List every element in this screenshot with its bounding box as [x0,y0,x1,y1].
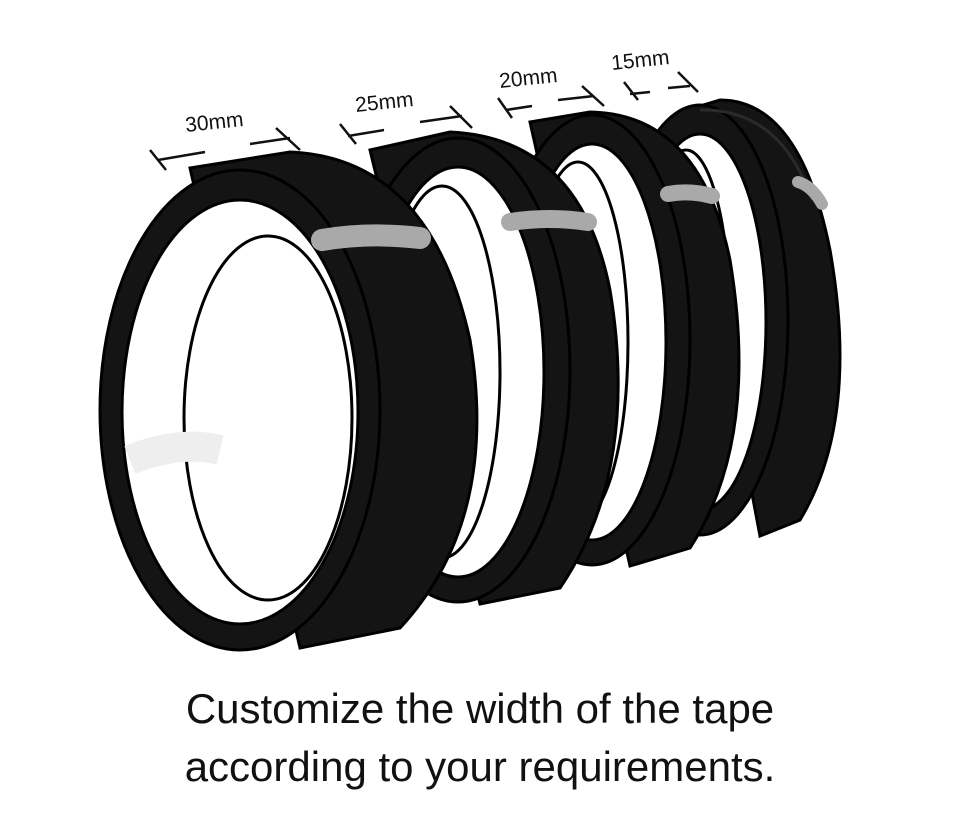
width-label-30mm: 30mm [184,108,244,137]
caption-line-1: Customize the width of the tape [185,685,775,732]
tape-roll-30mm [98,150,479,652]
caption: Customize the width of the tape accordin… [0,680,960,796]
width-label-25mm: 25mm [354,88,414,117]
width-label-20mm: 20mm [498,64,558,93]
caption-line-2: according to your requirements. [184,743,776,790]
width-label-15mm: 15mm [610,46,670,75]
dimension-marks [149,71,699,171]
